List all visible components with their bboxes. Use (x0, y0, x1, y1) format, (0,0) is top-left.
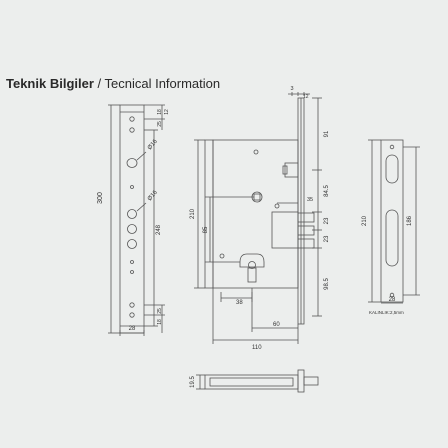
screw-hole-icon (389, 144, 395, 150)
screw-icon (274, 203, 280, 209)
dim-front-top-b: 25 (157, 121, 163, 127)
screw-icon (219, 253, 225, 259)
screw-hole-icon (389, 292, 395, 298)
dim-handle-to-cylinder: 85 (203, 226, 209, 233)
bolt-hole-icon (127, 224, 137, 234)
dim-strike-width: 28 (389, 297, 396, 303)
bolt (297, 225, 315, 236)
dim-body-height: 210 (190, 208, 196, 219)
page-title: Teknik Bilgiler / Tecnical Information (6, 76, 220, 91)
dim-latch-to-bolt: 84.5 (324, 185, 330, 197)
dim-top-offset-b: 12 (303, 94, 309, 100)
strike-plate-outline (380, 139, 404, 303)
dim-backset: 38 (236, 300, 243, 306)
front-plate (108, 104, 165, 336)
dim-front-width: 28 (129, 326, 136, 332)
title-english: Tecnical Information (104, 76, 221, 91)
dim-strike-height: 210 (362, 215, 368, 226)
latch (284, 162, 299, 178)
dim-cylinder-to-bottom: 98.5 (324, 278, 330, 290)
bottom-view-body (204, 374, 299, 390)
dim-front-hole-b: Ø16 (147, 189, 159, 202)
dim-front-top-a: 18 (157, 109, 163, 115)
screw-icon (253, 149, 259, 155)
strike-plate (368, 139, 420, 304)
lock-body (194, 92, 322, 344)
dim-body-depth: 60 (273, 322, 280, 328)
bolt (297, 238, 315, 249)
bolt-slot-icon (385, 209, 399, 267)
dim-bolt-depth: 35 (307, 197, 313, 203)
screw-hole-icon (129, 116, 135, 122)
strike-thickness-label: KALINLIK:2,5mm (369, 310, 404, 315)
rivet-icon (130, 185, 134, 189)
dim-front-bottom-a: 25 (157, 308, 163, 314)
latch-hole-icon (126, 158, 138, 168)
dim-strike-inner-height: 186 (407, 215, 413, 226)
dim-bottom-thickness: 19.5 (190, 376, 196, 388)
dim-bolt-a: 23 (324, 217, 330, 224)
latch-slot-icon (385, 154, 399, 184)
screw-hole-icon (129, 302, 135, 308)
rivet-icon (130, 270, 134, 274)
front-plate-outline (119, 104, 145, 334)
bolt (297, 212, 315, 223)
dim-front-top-c: 12 (164, 109, 170, 115)
dim-front-hole-a: Ø16 (147, 138, 159, 151)
dim-bolt-b: 23 (324, 235, 330, 242)
bolt-hole-icon (127, 239, 137, 249)
title-separator: / (93, 76, 105, 91)
dim-overall-depth: 110 (252, 345, 262, 351)
bolt-hole-icon (127, 209, 137, 219)
rivet-icon (130, 260, 134, 264)
dim-top-offset-a: 3 (290, 86, 293, 92)
title-turkish: Teknik Bilgiler (6, 76, 94, 91)
dim-front-lower-height: 248 (156, 224, 162, 235)
cylinder-hole-icon (239, 253, 265, 268)
dim-faceplate-top: 91 (324, 130, 330, 137)
dim-front-total-height: 300 (97, 192, 104, 204)
screw-hole-icon (129, 127, 135, 133)
dim-front-bottom-b: 18 (157, 319, 163, 325)
screw-hole-icon (129, 312, 135, 318)
bottom-view (196, 369, 319, 393)
